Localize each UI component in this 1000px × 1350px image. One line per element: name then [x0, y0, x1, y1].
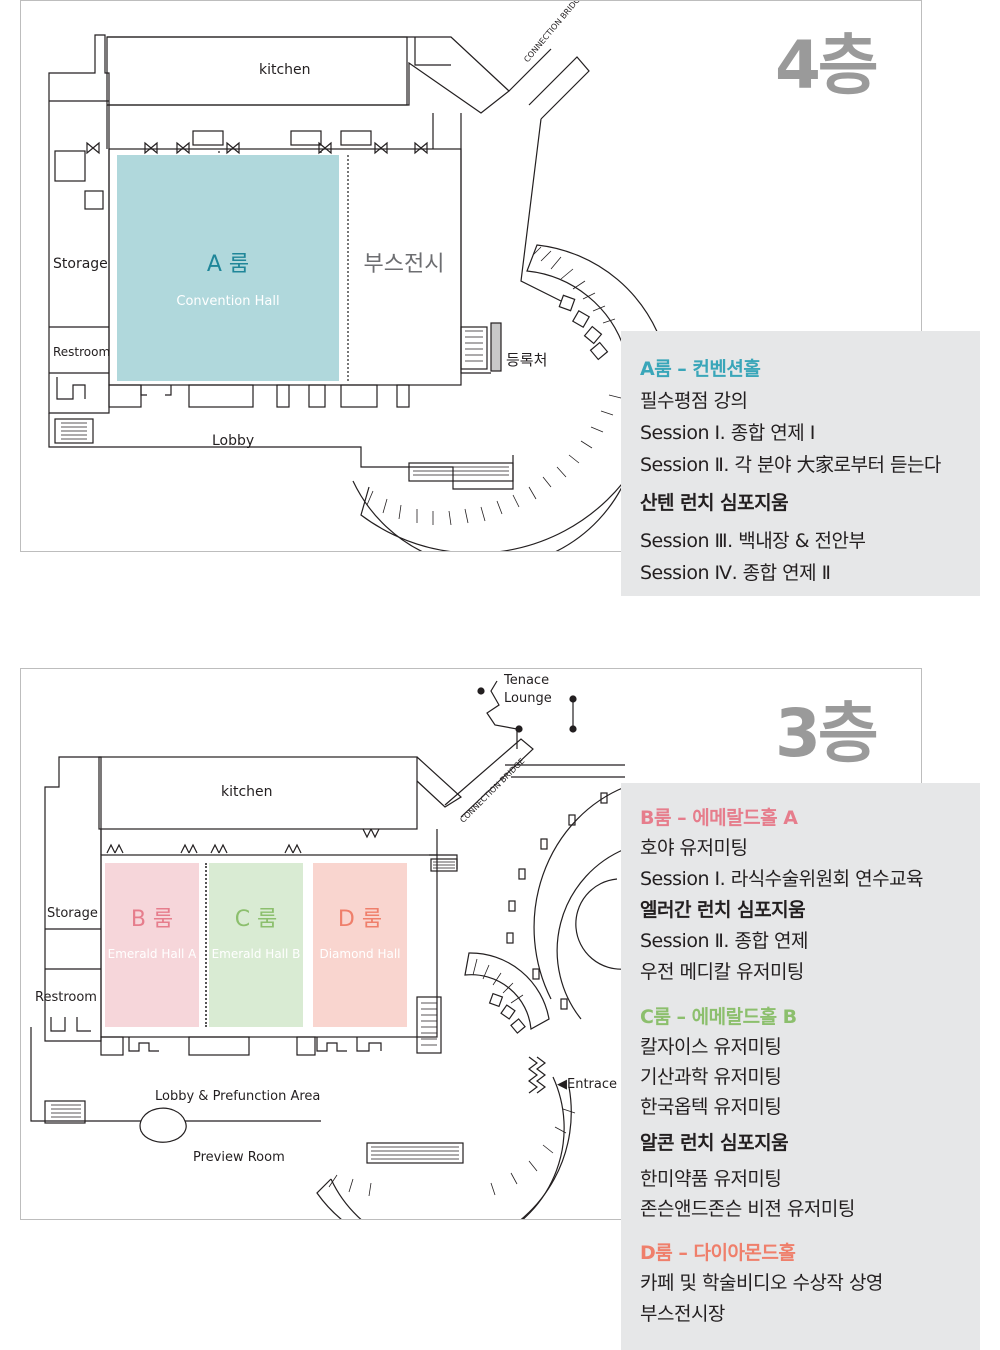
room-c-area[interactable]	[209, 863, 303, 1027]
booth-divider	[347, 155, 350, 381]
main-hall-outline	[100, 854, 438, 1038]
room-d-heading: D룸 – 다이아몬드홀	[640, 1242, 796, 1264]
bottom-rooms	[100, 1036, 382, 1056]
room-d-name: D 룸	[337, 907, 383, 932]
terrace-label-1: Tenace	[504, 673, 550, 688]
room-c-item: 존슨앤드존슨 비젼 유저미팅	[640, 1198, 855, 1220]
room-c-item: 한미약품 유저미팅	[640, 1168, 782, 1190]
restroom-label: Restroom	[53, 345, 111, 359]
room-d-area[interactable]	[313, 863, 407, 1027]
room-b-area[interactable]	[105, 863, 199, 1027]
registration-stairs	[460, 326, 488, 370]
registration-desk	[490, 322, 502, 372]
room-a-item: Session Ⅰ. 종합 연제 Ⅰ	[640, 422, 815, 444]
east-stairs	[416, 996, 442, 1054]
top-doors	[86, 130, 428, 155]
west-wing-outline	[48, 34, 110, 414]
floor3-info-panel: B룸 – 에메랄드홀 A 호야 유저미팅 Session Ⅰ. 라식수술위원회 …	[621, 783, 980, 1350]
room-b-name: B 룸	[130, 907, 174, 932]
west-stairs	[54, 418, 94, 444]
registration-label: 등록처	[506, 351, 548, 369]
room-a-area[interactable]	[117, 155, 339, 381]
restroom-label: Restroom	[35, 990, 97, 1005]
top-doors	[106, 828, 380, 854]
room-b-item: Session Ⅰ. 라식수술위원회 연수교육	[640, 868, 924, 890]
room-d-item: 부스전시장	[640, 1303, 725, 1325]
room-c-fill	[209, 863, 303, 1027]
kitchen-room	[98, 756, 418, 830]
preview-room-label: Preview Room	[193, 1150, 285, 1165]
bottom-rooms	[108, 384, 410, 408]
room-a-item: 필수평점 강의	[640, 390, 748, 412]
kitchen-label: kitchen	[221, 784, 273, 800]
room-b-fill	[105, 863, 199, 1027]
room-a-name: A 룸	[206, 252, 250, 277]
bridge	[528, 56, 590, 120]
room-b-item: 호야 유저미팅	[640, 837, 748, 859]
room-a-sub: Convention Hall	[176, 294, 280, 309]
room-c-item: 칼자이스 유저미팅	[640, 1036, 782, 1058]
floor4-title: 4층	[775, 27, 879, 104]
bc-divider	[205, 863, 208, 1027]
room-d-sub: Diamond Hall	[319, 947, 401, 961]
inner-arc	[464, 952, 550, 1030]
preview-room-shape	[139, 1107, 187, 1143]
lunch-item: Session Ⅳ. 종합 연제 Ⅱ	[640, 562, 831, 584]
kitchen-room	[106, 36, 408, 106]
room-c-heading: C룸 – 에메랄드홀 B	[640, 1006, 797, 1028]
storage-label: Storage	[47, 906, 98, 921]
lobby-outline	[30, 1027, 141, 1122]
floor3-plan	[30, 680, 626, 1219]
room-a-item: Session Ⅱ. 각 분야 大家로부터 듣는다	[640, 454, 941, 476]
floor4-info-panel: A룸 – 컨벤션홀 필수평점 강의 Session Ⅰ. 종합 연제 Ⅰ Ses…	[621, 331, 980, 596]
entrance-label: ◀Entrace	[557, 1077, 618, 1092]
room-c-name: C 룸	[234, 907, 278, 932]
east-seats	[506, 792, 608, 1010]
room-a-fill	[117, 155, 339, 381]
booth-label: 부스전시	[363, 252, 445, 277]
west-stairs	[44, 1100, 86, 1124]
kitchen-label: kitchen	[259, 62, 311, 78]
lunch-item: Session Ⅲ. 백내장 & 전안부	[640, 530, 866, 552]
room-d-item: 카페 및 학술비디오 수상작 상영	[640, 1272, 883, 1294]
south-arc-inner	[330, 1076, 565, 1219]
bridge	[444, 738, 534, 818]
storage-label: Storage	[53, 256, 108, 272]
terrace-label-2: Lounge	[504, 691, 552, 706]
room-b-sub: Emerald Hall A	[107, 947, 197, 961]
room-a-heading: A룸 – 컨벤션홀	[640, 358, 761, 380]
room-c-lunch-heading: 알콘 런치 심포지움	[640, 1132, 789, 1154]
room-b-item: 우전 메디칼 유저미팅	[640, 961, 804, 983]
kitchen-outline	[107, 36, 510, 114]
room-b-lunch-heading: 엘러간 런치 심포지움	[640, 899, 806, 921]
room-c-item: 기산과학 유저미팅	[640, 1066, 782, 1088]
east-arc	[533, 786, 626, 1000]
room-b-item: Session Ⅱ. 종합 연제	[640, 930, 808, 952]
lunch-symposium-heading: 산텐 런치 심포지움	[640, 492, 789, 514]
entrance-doors	[536, 1056, 546, 1094]
lobby-label: Lobby & Prefunction Area	[155, 1089, 321, 1104]
room-d-fill	[313, 863, 407, 1027]
escalator	[408, 462, 514, 482]
room-c-item: 한국옵텍 유저미팅	[640, 1096, 782, 1118]
room-c-sub: Emerald Hall B	[211, 947, 301, 961]
lobby-outline	[48, 413, 514, 490]
room-b-heading: B룸 – 에메랄드홀 A	[640, 807, 798, 829]
floor3-title: 3층	[775, 695, 879, 772]
south-arc	[352, 352, 640, 551]
lobby-label: Lobby	[212, 433, 255, 449]
escalator	[366, 1142, 464, 1164]
